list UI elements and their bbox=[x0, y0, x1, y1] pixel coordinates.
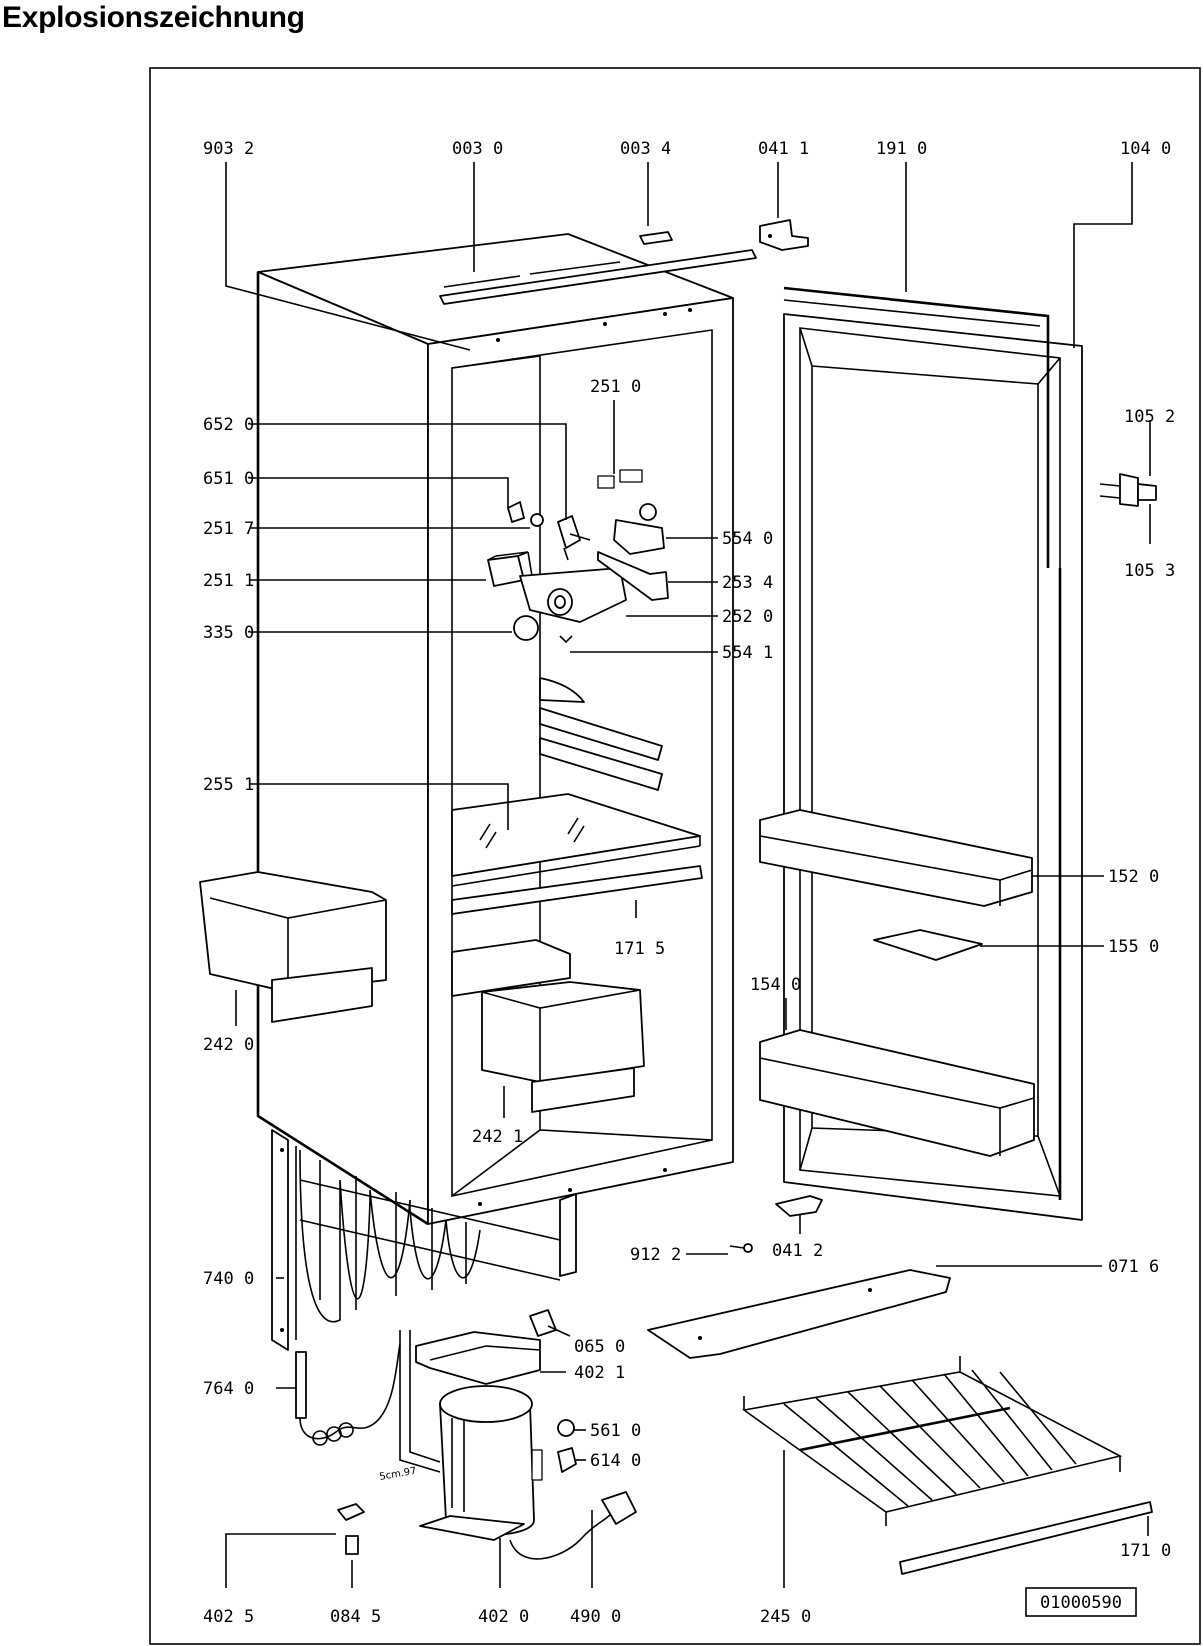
page-heading: Explosionszeichnung bbox=[2, 1, 305, 34]
screw bbox=[729, 1245, 745, 1249]
label-084-5: 084 5 bbox=[330, 1607, 381, 1627]
label-554-0: 554 0 bbox=[722, 529, 773, 549]
label-652-0: 652 0 bbox=[203, 415, 254, 435]
egg-tray bbox=[873, 929, 983, 961]
cabinet-body bbox=[256, 233, 734, 1226]
label-104-0: 104 0 bbox=[1120, 139, 1171, 159]
condenser bbox=[271, 1129, 577, 1351]
crisper-cover bbox=[451, 939, 571, 997]
part-614-0 bbox=[557, 1447, 577, 1473]
leader-lines bbox=[225, 162, 1151, 1588]
label-251-7: 251 7 bbox=[203, 519, 254, 539]
compressor-bracket bbox=[415, 1331, 541, 1385]
label-614-0: 614 0 bbox=[590, 1451, 641, 1471]
label-171-0: 171 0 bbox=[1120, 1541, 1171, 1561]
relay bbox=[557, 1419, 575, 1437]
glass-shelf bbox=[451, 793, 701, 887]
label-554-1: 554 1 bbox=[722, 643, 773, 663]
label-154-0: 154 0 bbox=[750, 975, 801, 995]
hinge-bottom bbox=[775, 1195, 823, 1217]
label-402-1: 402 1 bbox=[574, 1363, 625, 1383]
part-402-5 bbox=[337, 1503, 365, 1521]
filter-dryer bbox=[295, 1343, 401, 1446]
label-105-3: 105 3 bbox=[1124, 561, 1175, 581]
label-041-2: 041 2 bbox=[772, 1241, 823, 1261]
label-245-0: 245 0 bbox=[760, 1607, 811, 1627]
label-003-0: 003 0 bbox=[452, 139, 503, 159]
label-171-5: 171 5 bbox=[614, 939, 665, 959]
door-bin-lower bbox=[759, 1029, 1035, 1157]
part-003-4-clip bbox=[639, 231, 673, 245]
hinge-top bbox=[759, 219, 809, 251]
shelf-rail-2 bbox=[539, 737, 663, 791]
label-071-6: 071 6 bbox=[1108, 1257, 1159, 1277]
label-561-0: 561 0 bbox=[590, 1421, 641, 1441]
shelf-support-upper bbox=[539, 677, 585, 703]
label-065-0: 065 0 bbox=[574, 1337, 625, 1357]
label-252-0: 252 0 bbox=[722, 607, 773, 627]
label-335-0: 335 0 bbox=[203, 623, 254, 643]
label-041-1: 041 1 bbox=[758, 139, 809, 159]
crisper-drawer bbox=[481, 981, 645, 1113]
drawing-number-box bbox=[1025, 1587, 1137, 1617]
annotation-date: 5cm.97 bbox=[379, 1466, 418, 1483]
label-242-0: 242 0 bbox=[203, 1035, 254, 1055]
label-191-0: 191 0 bbox=[876, 139, 927, 159]
wire-shelf bbox=[741, 1356, 1123, 1526]
door bbox=[783, 286, 1083, 1221]
power-cable bbox=[509, 1509, 615, 1560]
label-912-2: 912 2 bbox=[630, 1245, 681, 1265]
compressor bbox=[419, 1385, 543, 1541]
control-unit-group bbox=[487, 469, 669, 644]
label-402-0: 402 0 bbox=[478, 1607, 529, 1627]
label-764-0: 764 0 bbox=[203, 1379, 254, 1399]
label-255-1: 255 1 bbox=[203, 775, 254, 795]
top-trim-strip bbox=[439, 249, 757, 305]
drawing-number: 01000590 bbox=[1040, 1593, 1122, 1613]
label-740-0: 740 0 bbox=[203, 1269, 254, 1289]
label-003-4: 003 4 bbox=[620, 139, 671, 159]
drawing-frame bbox=[149, 67, 1201, 1645]
shelf-edge-strip bbox=[451, 865, 703, 915]
label-903-2: 903 2 bbox=[203, 139, 254, 159]
shelf-rail-1 bbox=[539, 707, 663, 761]
label-253-4: 253 4 bbox=[722, 573, 773, 593]
front-strip bbox=[899, 1501, 1153, 1575]
label-155-0: 155 0 bbox=[1108, 937, 1159, 957]
label-251-0: 251 0 bbox=[590, 377, 641, 397]
label-402-5: 402 5 bbox=[203, 1607, 254, 1627]
label-152-0: 152 0 bbox=[1108, 867, 1159, 887]
label-651-0: 651 0 bbox=[203, 469, 254, 489]
side-hinge bbox=[1099, 473, 1157, 507]
label-251-1: 251 1 bbox=[203, 571, 254, 591]
door-bin-upper bbox=[759, 809, 1033, 907]
part-065-0 bbox=[529, 1309, 557, 1337]
label-490-0: 490 0 bbox=[570, 1607, 621, 1627]
label-242-1: 242 1 bbox=[472, 1127, 523, 1147]
door-bin-left bbox=[199, 871, 387, 1023]
part-084-5 bbox=[345, 1535, 359, 1555]
label-105-2: 105 2 bbox=[1124, 407, 1175, 427]
base-plate bbox=[647, 1269, 951, 1359]
